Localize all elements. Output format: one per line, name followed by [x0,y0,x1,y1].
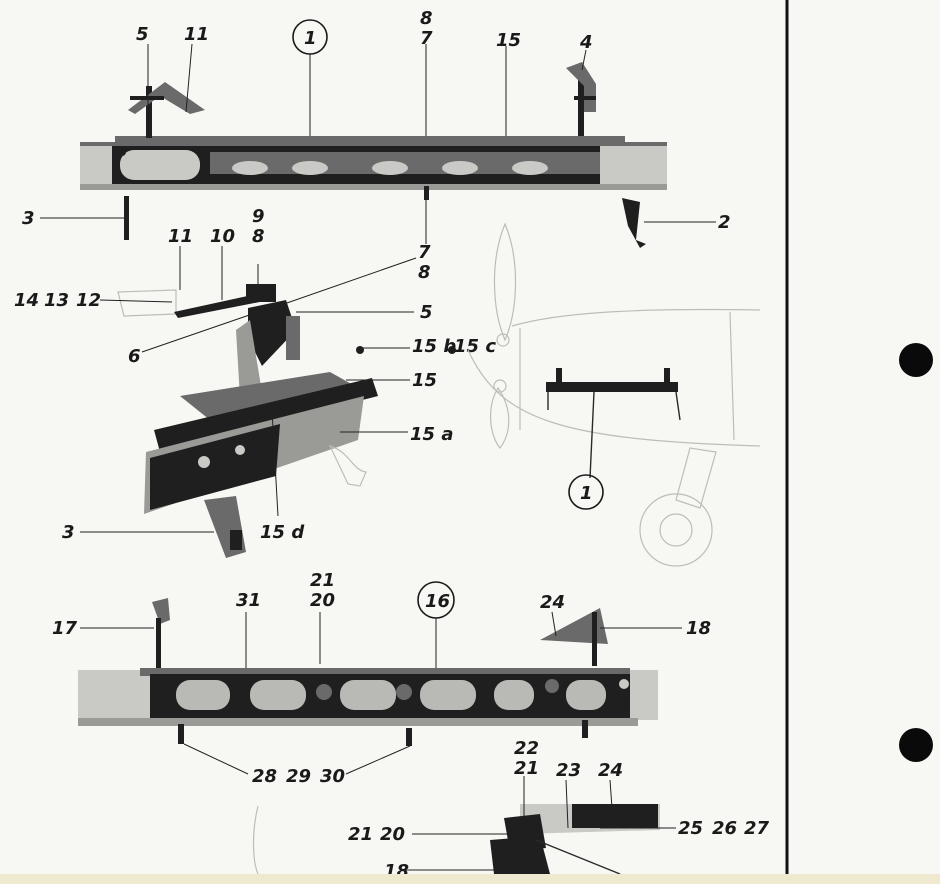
callout-6: 6 [128,346,141,367]
punch-hole-lower [899,728,933,762]
callout-16-circle [417,581,455,619]
callout-26: 26 [712,818,737,839]
callout-9: 9 [252,206,265,227]
callout-12: 12 [76,290,101,311]
callout-15a: 15 a [410,424,453,445]
callout-15c: 15 c [454,336,496,357]
detail-leaders [80,246,417,533]
callout-22: 22 [514,738,539,759]
callout-20: 20 [310,590,335,611]
callout-3: 3 [22,208,35,229]
callout-10: 10 [210,226,235,247]
callout-24-lower: 24 [598,760,623,781]
callout-28: 28 [252,766,277,787]
callout-29: 29 [286,766,311,787]
callout-30: 30 [320,766,345,787]
callout-17: 17 [52,618,78,639]
lower-detail-drawing [252,804,660,875]
callout-31: 31 [236,590,261,611]
callout-8-detail-b: 8 [418,262,431,283]
callout-15: 15 [496,30,521,51]
callout-15d: 15 d [260,522,305,543]
callout-14: 14 [14,290,39,311]
detail-drawing [117,284,456,558]
callout-16: 16 [425,591,450,612]
lower-beam-drawing [78,598,658,746]
lower-beam-leaders [80,611,682,775]
callout-5: 5 [136,24,149,45]
callout-8-detail: 8 [252,226,265,247]
callout-2: 2 [718,212,731,233]
callout-24: 24 [540,592,565,613]
aircraft-silhouette [467,222,761,567]
callout-13: 13 [44,290,69,311]
callout-15-detail: 15 [412,370,437,391]
callout-1-aircraft: 1 [580,483,593,504]
callout-11: 11 [184,24,209,45]
callout-25: 25 [678,818,703,839]
callout-8: 8 [420,8,433,29]
callout-7-detail: 7 [418,242,431,263]
callout-15b: 15 b [412,336,456,357]
callout-23: 23 [556,760,581,781]
callout-21: 21 [310,570,335,591]
top-beam-drawing [80,62,667,248]
page-bottom-edge [0,874,940,884]
callout-1-circle [292,19,328,55]
callout-4: 4 [579,32,593,53]
lower-detail-leaders [404,776,676,871]
callout-20-lower: 20 [380,824,405,845]
top-beam-leaders [40,43,716,244]
callout-21-lower: 21 [514,758,539,779]
callout-21-lower-b: 21 [348,824,373,845]
callout-7: 7 [420,28,433,49]
callout-3-detail: 3 [62,522,75,543]
callout-1: 1 [304,28,317,49]
callout-11-detail: 11 [168,226,193,247]
callout-18: 18 [686,618,711,639]
callout-1-aircraft-circle [568,474,604,510]
callout-27: 27 [744,818,770,839]
callout-5-detail: 5 [420,302,433,323]
punch-hole-upper [899,343,933,377]
